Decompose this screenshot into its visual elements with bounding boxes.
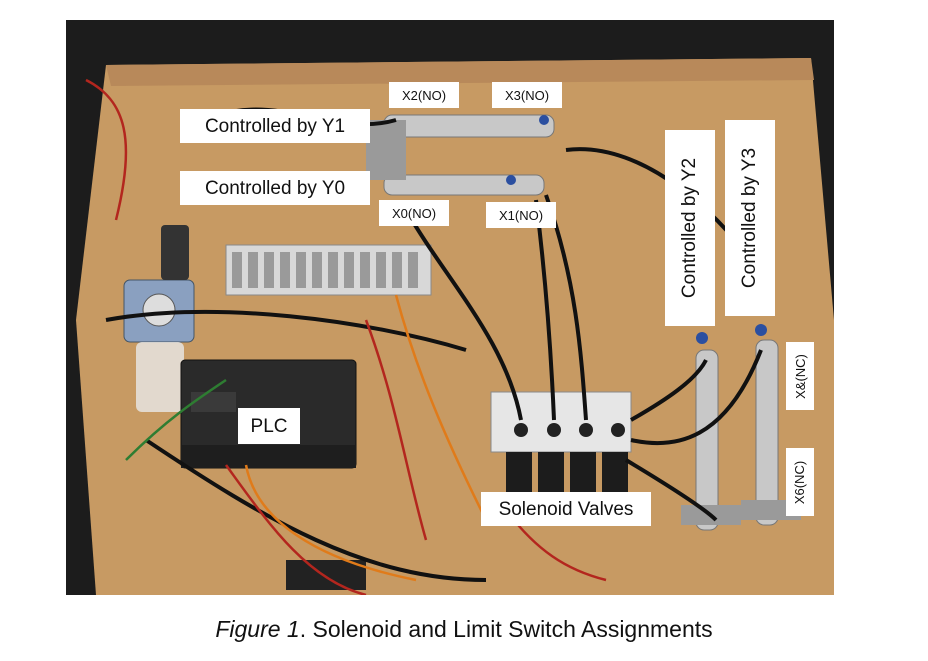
label-x8: X&(NC) [786,342,814,410]
board-edge [106,58,814,86]
label-x0: X0(NO) [379,200,449,226]
cylinder-bottom [383,174,545,196]
caption-figure-number: Figure 1 [215,616,300,642]
label-controlled-by-y2-text: Controlled by Y2 [679,157,700,299]
cylinder-y2 [695,349,719,531]
label-x2: X2(NO) [389,82,459,108]
label-x8-text: X&(NC) [792,353,808,399]
label-x6: X6(NC) [786,448,814,516]
label-x3: X3(NO) [492,82,562,108]
plc-terminals [181,445,356,468]
fitting-blue [539,115,549,125]
valve-manifold [490,391,632,453]
cylinder-top [383,114,555,138]
cylinder-mount [366,120,406,180]
photo: Controlled by Y1 Controlled by Y0 X2(NO)… [66,20,834,595]
label-controlled-by-y3-text: Controlled by Y3 [739,147,760,289]
regulator-knob [161,225,189,280]
label-x1: X1(NO) [486,202,556,228]
electrical-wires [85,78,607,595]
fitting-blue-2 [506,175,516,185]
caption-text: . Solenoid and Limit Switch Assignments [299,616,713,642]
bottom-terminal-block [286,560,366,590]
filter-bowl [136,342,184,412]
label-controlled-by-y1: Controlled by Y1 [180,109,370,143]
figure-caption: Figure 1. Solenoid and Limit Switch Assi… [0,616,928,643]
cylinder-y3 [755,339,779,526]
label-solenoid-valves: Solenoid Valves [481,492,651,526]
label-plc: PLC [238,408,300,444]
label-x6-text: X6(NC) [792,460,808,504]
regulator-gauge [142,293,176,327]
label-controlled-by-y3: Controlled by Y3 [725,120,775,316]
plc-logo-area [191,392,236,412]
label-controlled-by-y0: Controlled by Y0 [180,171,370,205]
label-controlled-by-y2: Controlled by Y2 [665,130,715,326]
